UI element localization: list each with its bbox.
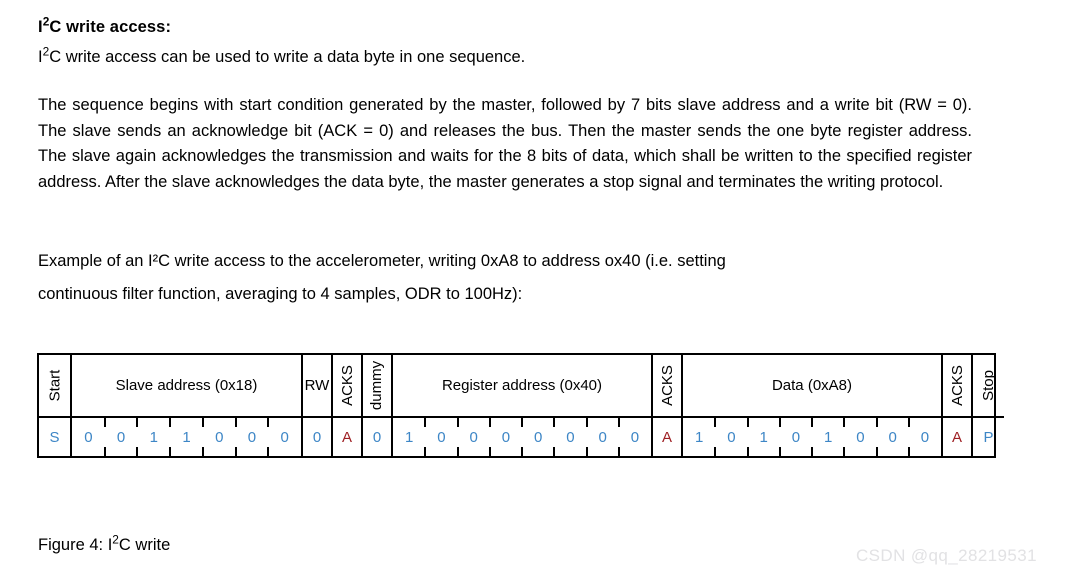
body-paragraph-example: Example of an I²C write access to the ac… — [38, 245, 972, 311]
bit-cell-register-2: 0 — [456, 418, 490, 456]
bit-cell-register-7: 0 — [617, 418, 651, 456]
field-label-text-dummy: dummy — [368, 360, 386, 411]
bit-cell-slave-3: 1 — [169, 418, 203, 456]
field-group-rw: RW 0 — [303, 355, 333, 456]
bit-cell-data-5: 0 — [843, 418, 876, 456]
field-label-text-start: Start — [46, 369, 63, 402]
bit-cell-acks1-0: A — [341, 428, 352, 446]
field-label-data: Data (0xA8) — [683, 355, 941, 418]
bit-cell-register-3: 0 — [488, 418, 522, 456]
field-label-slave: Slave address (0x18) — [72, 355, 301, 418]
bit-row-start: S — [39, 418, 70, 456]
bit-cell-data-3: 0 — [778, 418, 812, 456]
field-label-rw: RW — [303, 355, 331, 418]
example-line-2: continuous filter function, averaging to… — [38, 285, 523, 303]
field-label-text-stop: Stop — [979, 370, 997, 401]
bit-cell-register-1: 0 — [424, 418, 457, 456]
field-label-dummy: dummy — [363, 355, 391, 418]
figure-caption: Figure 4: I2C write — [38, 532, 171, 554]
bit-cell-register-5: 0 — [553, 418, 586, 456]
bit-cell-data-1: 0 — [714, 418, 747, 456]
bit-cell-data-2: 1 — [746, 418, 780, 456]
bit-cell-start-0: S — [49, 428, 60, 446]
bit-cell-data-7: 0 — [907, 418, 941, 456]
field-label-text-acks2: ACKS — [658, 365, 676, 406]
section-heading: I2C write access: — [38, 14, 172, 36]
body-paragraph-sequence: The sequence begins with start condition… — [38, 96, 972, 191]
field-label-acks1: ACKS — [333, 355, 361, 418]
example-line-1: Example of an I²C write access to the ac… — [38, 252, 726, 270]
bit-cell-slave-5: 0 — [234, 418, 269, 456]
bit-cell-register-4: 0 — [520, 418, 554, 456]
bit-row-acks1: A — [333, 418, 361, 456]
bit-cell-register-0: 1 — [404, 428, 414, 446]
bit-cell-slave-1: 0 — [103, 418, 138, 456]
field-group-acks1: ACKS A — [333, 355, 363, 456]
bit-row-rw: 0 — [303, 418, 331, 456]
bit-row-dummy: 0 — [363, 418, 391, 456]
bit-row-acks3: A — [943, 418, 971, 456]
bit-cell-data-4: 1 — [810, 418, 844, 456]
bit-cell-slave-4: 0 — [201, 418, 236, 456]
bit-row-acks2: A — [653, 418, 681, 456]
lead-paragraph: I2C write access can be used to write a … — [38, 44, 526, 66]
bit-cell-stop-0: P — [983, 428, 994, 446]
bit-cell-data-0: 1 — [694, 428, 704, 446]
field-label-register: Register address (0x40) — [393, 355, 651, 418]
bit-cell-dummy-0: 0 — [372, 428, 382, 446]
bit-cell-rw-0: 0 — [312, 428, 322, 446]
watermark-text: CSDN @qq_28219531 — [856, 546, 1037, 565]
field-group-acks3: ACKS A — [943, 355, 973, 456]
bit-cell-slave-2: 1 — [136, 418, 170, 456]
bit-cell-acks2-0: A — [661, 428, 672, 446]
bit-cell-data-6: 0 — [875, 418, 909, 456]
field-label-acks2: ACKS — [653, 355, 681, 418]
bit-cell-slave-0: 0 — [84, 428, 93, 446]
bit-cell-acks3-0: A — [951, 428, 962, 446]
bit-cell-register-6: 0 — [585, 418, 619, 456]
field-label-start: Start — [39, 355, 70, 418]
field-group-acks2: ACKS A — [653, 355, 683, 456]
field-label-text-acks1: ACKS — [338, 365, 356, 406]
field-group-dummy: dummy 0 — [363, 355, 393, 456]
bit-cell-slave-6: 0 — [267, 418, 301, 456]
field-label-acks3: ACKS — [943, 355, 971, 418]
field-label-stop: Stop — [973, 355, 1004, 418]
bit-row-stop: P — [973, 418, 1004, 456]
field-label-text-acks3: ACKS — [948, 365, 966, 406]
